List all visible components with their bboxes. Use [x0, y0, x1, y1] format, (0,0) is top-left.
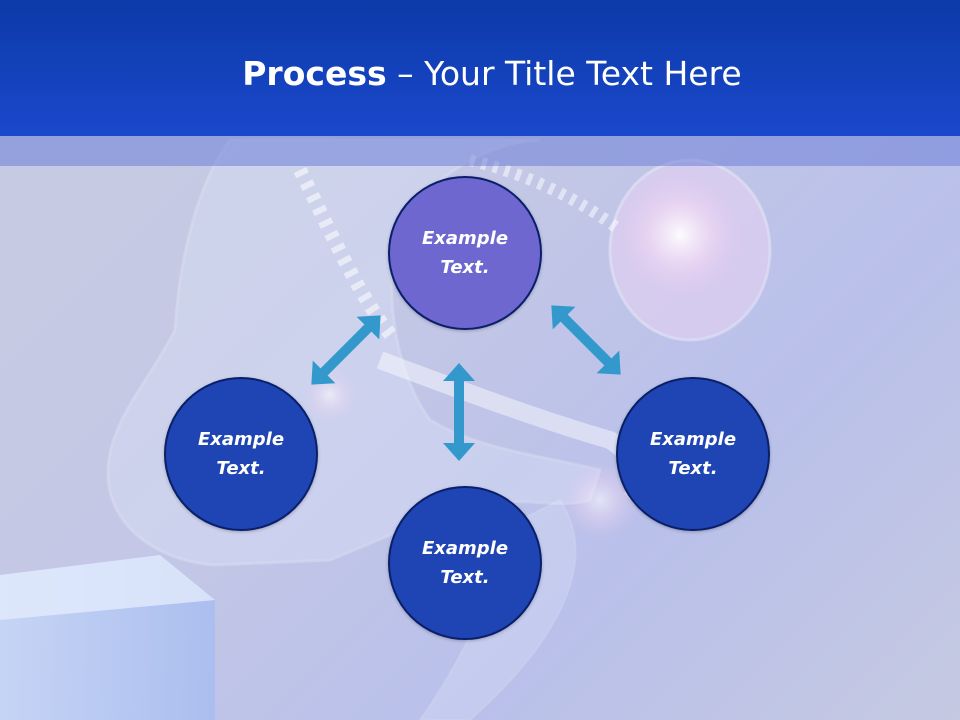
title-strong: Process — [242, 54, 387, 93]
process-node-left: Example Text. — [164, 377, 318, 531]
process-node-right: Example Text. — [616, 377, 770, 531]
process-node-bottom: Example Text. — [388, 486, 542, 640]
arrow-top-left — [311, 315, 381, 385]
title-rest: – Your Title Text Here — [386, 54, 742, 93]
process-node-left-text: Example Text. — [197, 429, 285, 479]
header-band — [0, 136, 960, 166]
arrow-top-right — [551, 305, 621, 375]
header-bar — [0, 0, 960, 136]
process-node-top-text: Example Text. — [421, 228, 509, 278]
process-node-right-text: Example Text. — [649, 429, 737, 479]
arrow-vertical — [443, 363, 475, 461]
process-node-bottom-text: Example Text. — [421, 538, 509, 588]
page-title: Process – Your Title Text Here — [0, 52, 960, 96]
process-node-top: Example Text. — [388, 176, 542, 330]
